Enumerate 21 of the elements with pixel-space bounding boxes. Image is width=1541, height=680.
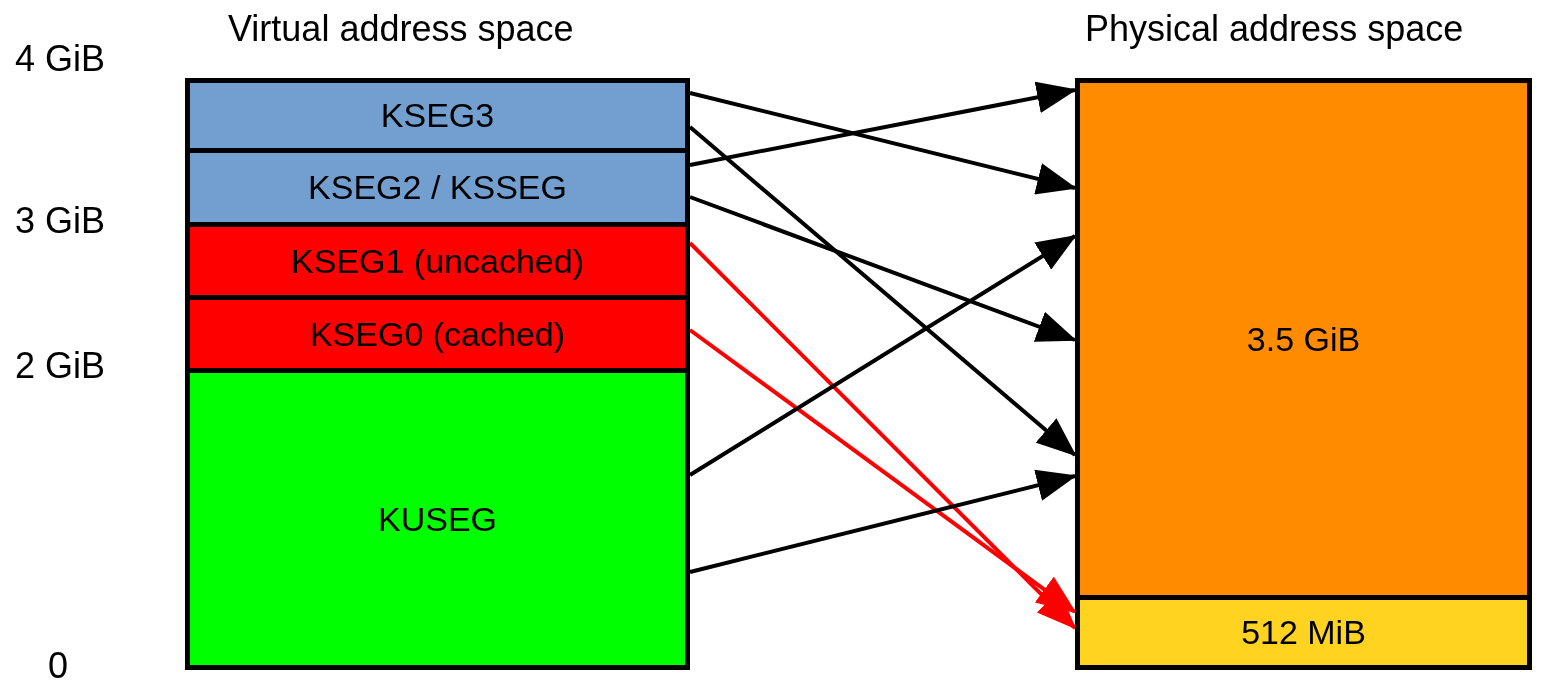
segment-label: KSEG0 (cached) xyxy=(309,314,566,354)
address-label: 4 GiB xyxy=(15,38,106,80)
segment-label: 3.5 GiB xyxy=(1246,319,1361,359)
address-label: 2 GiB xyxy=(15,345,106,387)
arrow xyxy=(688,234,1077,477)
arrow xyxy=(689,91,1077,195)
arrow xyxy=(689,195,1077,342)
address-label: 0 xyxy=(48,645,69,680)
segment-label: KSEG3 xyxy=(380,96,495,135)
column-heading: Virtual address space xyxy=(228,8,574,50)
segment-label: KSEG1 (uncached) xyxy=(291,241,584,281)
column-heading: Physical address space xyxy=(1085,8,1464,50)
arrow xyxy=(688,328,1077,614)
address-label: 3 GiB xyxy=(15,200,106,242)
arrow xyxy=(688,125,1077,457)
arrow xyxy=(689,81,1077,167)
arrow xyxy=(688,241,1077,630)
segment-label: KUSEG xyxy=(377,499,497,539)
segment-label: 512 MiB xyxy=(1241,613,1366,652)
segment-label: KSEG2 / KSSEG xyxy=(308,168,567,207)
arrow xyxy=(689,469,1077,574)
